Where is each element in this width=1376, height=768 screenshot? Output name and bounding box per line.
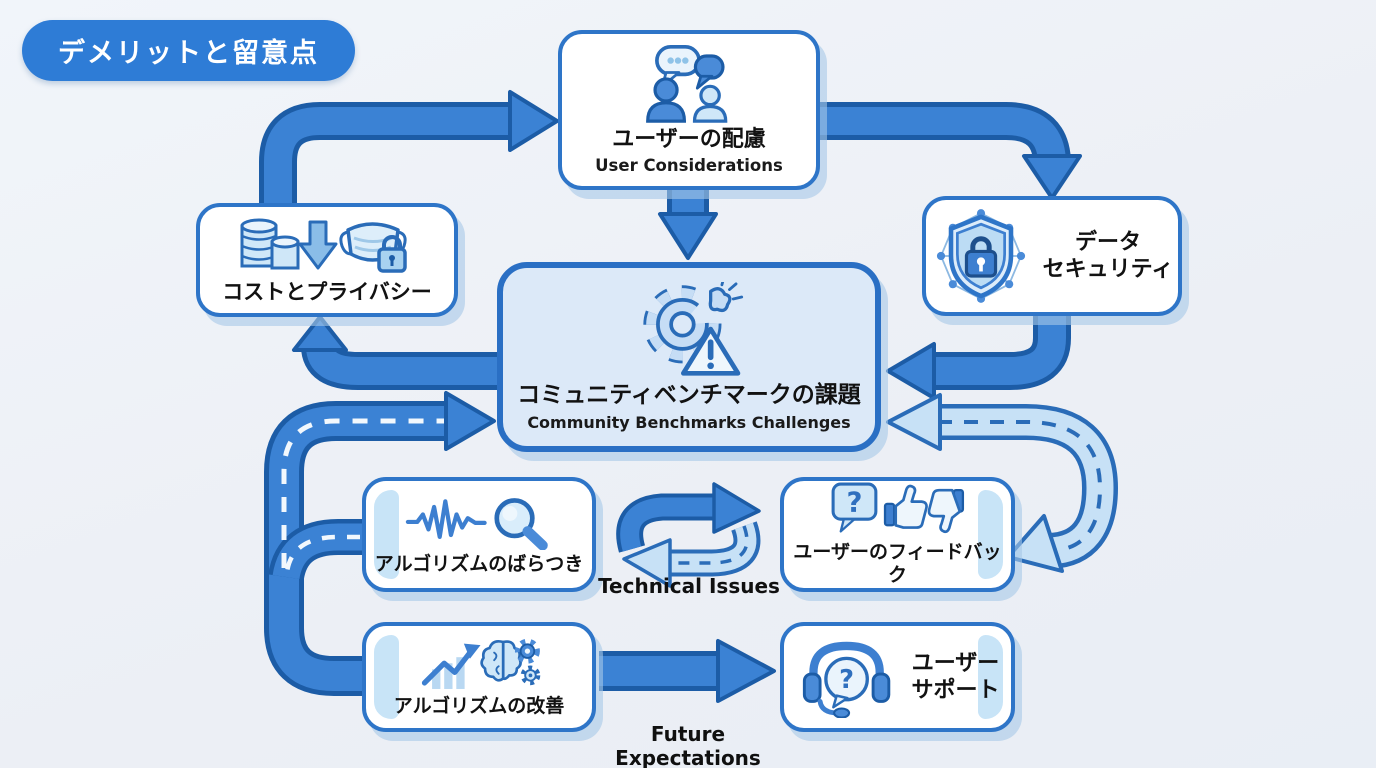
accent-strip <box>374 635 399 719</box>
node-label-jp: ユーザー サポート <box>911 650 999 705</box>
accent-strip <box>978 490 1003 579</box>
broken-gear-warning-icon <box>643 282 744 376</box>
arrow-user-to-security <box>820 102 1082 200</box>
question-thumbs-icon: ? <box>831 482 964 534</box>
node-label-jp: コミュニティベンチマークの課題 <box>517 382 861 409</box>
node-algorithm-variance: アルゴリズムのばらつき <box>362 477 596 592</box>
node-label-jp: コストとプライバシー <box>222 280 432 305</box>
node-cost-privacy: コストとプライバシー <box>196 203 458 317</box>
edge-label-technical-issues: Technical Issues <box>598 574 780 598</box>
arrow-improvement-to-support <box>599 639 776 703</box>
edge-label-future-expectations: Future Expectations <box>615 722 761 768</box>
node-user-support: ? ユーザー サポート <box>780 622 1015 732</box>
arrow-user-to-center <box>658 190 718 260</box>
node-label-en: Community Benchmarks Challenges <box>527 412 851 432</box>
label-line-1: ユーザー <box>911 650 1000 676</box>
arrow-right-loop-center-feedback <box>886 393 1119 573</box>
growth-brain-gears-icon <box>421 638 541 689</box>
node-label-jp: アルゴリズムのばらつき <box>374 553 584 576</box>
question-glyph: ? <box>840 665 855 695</box>
users-chat-icon <box>646 44 728 123</box>
arrow-security-to-center <box>886 316 1071 400</box>
arrow-technical-issues-loop <box>616 482 761 588</box>
label-line-2: サポート <box>911 678 1000 703</box>
coins-mask-lock-icon <box>240 218 407 274</box>
node-algorithm-improvement: アルゴリズムの改善 <box>362 622 596 732</box>
waveform-magnifier-icon <box>405 498 548 551</box>
node-community-benchmarks: コミュニティベンチマークの課題 Community Benchmarks Cha… <box>497 262 881 452</box>
node-label-en: User Considerations <box>595 156 783 176</box>
node-label-jp: ユーザーの配慮 <box>612 126 766 152</box>
question-glyph: ? <box>846 487 862 519</box>
node-label-jp: データ セキュリティ <box>1043 229 1174 284</box>
accent-strip <box>374 490 399 579</box>
arrow-center-to-cost <box>292 315 497 390</box>
arrow-cost-to-user <box>259 90 559 210</box>
shield-lock-network-icon <box>936 209 1025 303</box>
headset-question-icon: ? <box>803 641 891 718</box>
accent-strip <box>978 635 1003 719</box>
label-line-1: データ <box>1074 229 1141 255</box>
arrow-left-loop-to-center <box>264 391 496 696</box>
node-user-considerations: ユーザーの配慮 User Considerations <box>558 30 820 190</box>
node-data-security: データ セキュリティ <box>922 196 1182 316</box>
node-user-feedback: ? ユーザーのフィードバック <box>780 477 1015 592</box>
node-label-jp: ユーザーのフィードバック <box>793 540 1002 587</box>
label-line-2: セキュリティ <box>1042 257 1174 282</box>
node-label-jp: アルゴリズムの改善 <box>393 694 565 717</box>
page-title: デメリットと留意点 <box>22 20 355 81</box>
